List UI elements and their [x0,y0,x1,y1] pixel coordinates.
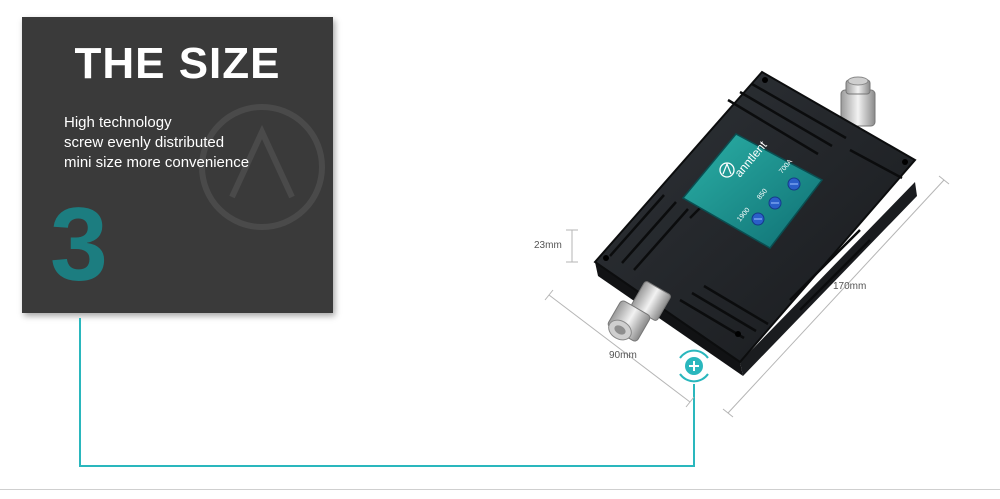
height-dimension [566,229,578,263]
length-dimension-label: 170mm [833,281,867,292]
gain-knob-700a [787,177,801,191]
gain-knob-850 [768,196,782,210]
screw-bottom [735,331,741,337]
description-line-3: mini size more convenience [64,154,250,171]
bottom-antenna-connector [607,281,671,342]
width-dimension [544,289,695,408]
description-line-1: High technology [64,114,172,131]
description-line-2: screw evenly distributed [64,134,225,151]
device-side [595,262,743,376]
screw-top [762,77,768,83]
label-panel [681,133,824,249]
width-dimension-label: 90mm [609,350,637,361]
watermark-logo-icon [199,104,325,230]
connector-line [79,318,695,467]
plus-circle-icon[interactable] [679,349,709,383]
height-dimension-label: 23mm [534,240,562,251]
screw-left [603,255,609,261]
top-antenna-connector [840,76,876,127]
brand-logo-icon [719,162,735,178]
panel-title: THE SIZE [74,39,281,88]
length-dimension [722,175,950,418]
step-number: 3 [50,187,108,303]
gain-knob-1900 [751,212,765,226]
bottom-divider [0,489,1000,490]
info-panel: THE SIZE High technology screw evenly di… [22,17,333,313]
screw-right [902,159,908,165]
